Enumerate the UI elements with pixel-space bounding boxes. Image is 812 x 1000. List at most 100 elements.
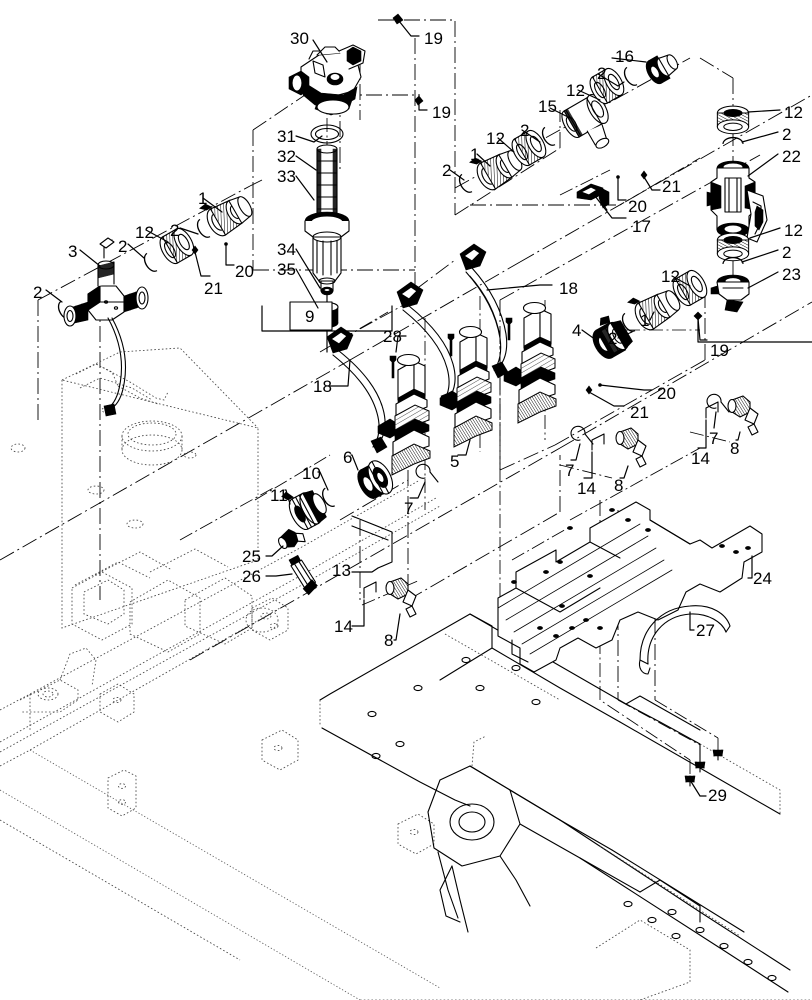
part-19-fastener-second <box>414 95 428 111</box>
callout-23: 23 <box>782 265 801 284</box>
leader-25 <box>265 545 284 557</box>
leader-18-lower <box>329 359 351 387</box>
callout-7-a: 7 <box>404 499 414 518</box>
callout-13: 13 <box>332 561 351 580</box>
leader-10 <box>317 471 329 491</box>
callout-24: 24 <box>753 569 772 588</box>
leader-13 <box>351 567 379 573</box>
part-34-drain-seal <box>320 286 334 306</box>
callout-1-c: 1 <box>640 311 650 330</box>
callout-10: 10 <box>302 464 321 483</box>
callout-34: 34 <box>277 240 296 259</box>
callout-2-a: 2 <box>597 64 607 83</box>
callout-22: 22 <box>782 147 801 166</box>
part-9-group-bracket <box>261 301 393 353</box>
leader-24 <box>747 555 753 579</box>
assembly-left-manifold <box>54 184 258 417</box>
part-6-sensor-body <box>357 460 394 499</box>
part-11-pressure-switch <box>281 490 327 531</box>
part-14-clip-a <box>591 433 605 451</box>
callout-12-f: 12 <box>661 267 680 286</box>
callout-21-c: 21 <box>630 403 649 422</box>
part-13-bracket <box>351 515 393 569</box>
callout-20-b: 20 <box>235 262 254 281</box>
callout-7-b: 7 <box>565 461 575 480</box>
assembly-row-upper-right <box>455 54 679 196</box>
callout-21-a: 21 <box>662 177 681 196</box>
part-29-bolt-a <box>684 775 696 787</box>
callout-21-b: 21 <box>204 279 223 298</box>
part-14-clip-c <box>363 581 377 599</box>
callout-14-b: 14 <box>691 449 710 468</box>
callout-20-a: 20 <box>628 197 647 216</box>
callout-12-d: 12 <box>784 221 803 240</box>
leader-27 <box>689 611 695 631</box>
callout-35: 35 <box>277 260 296 279</box>
callout-2-f: 2 <box>170 221 180 240</box>
callout-18-a: 18 <box>559 279 578 298</box>
part-15-tee-fitting <box>561 94 610 149</box>
background-machine-frame <box>0 347 812 1000</box>
part-4-valve-body <box>592 315 633 359</box>
callout-19-c: 19 <box>710 341 729 360</box>
callout-8-a: 8 <box>614 476 624 495</box>
callout-32: 32 <box>277 147 296 166</box>
callout-2-b: 2 <box>520 121 530 140</box>
leader-17 <box>594 195 627 219</box>
part-26-restrictor <box>288 554 318 596</box>
part-28-screw <box>505 317 513 341</box>
part-20-retainer-tick <box>616 175 627 201</box>
callout-8-b: 8 <box>730 439 740 458</box>
part-25-fitting <box>277 528 306 550</box>
callout-7-c: 7 <box>709 429 719 448</box>
leader-29 <box>689 779 707 797</box>
part-14-clip-b <box>705 401 719 419</box>
leader-6 <box>350 454 359 471</box>
part-24-mounting-plate <box>497 501 763 673</box>
part-12-coupler-nut <box>716 105 750 135</box>
assembly-right-valve-stack <box>706 105 768 313</box>
leader-26 <box>265 573 293 577</box>
callout-2-g: 2 <box>118 237 128 256</box>
callout-16: 16 <box>615 47 634 66</box>
callout-15: 15 <box>538 97 557 116</box>
callout-26: 26 <box>242 567 261 586</box>
leader-5 <box>457 439 471 456</box>
callout-2-i: 2 <box>608 329 618 348</box>
callout-31: 31 <box>277 127 296 146</box>
callout-29: 29 <box>708 786 727 805</box>
callout-25: 25 <box>242 547 261 566</box>
callout-19-top: 19 <box>424 29 443 48</box>
part-7-clip-c <box>706 393 730 413</box>
callout-5: 5 <box>450 452 460 471</box>
part-19-fastener-top <box>392 13 420 37</box>
leader-18-upper <box>486 284 553 291</box>
callout-12-b: 12 <box>486 129 505 148</box>
callout-18-b: 18 <box>313 377 332 396</box>
part-23-elbow-fitting <box>710 274 750 313</box>
part-21-pin <box>640 170 661 191</box>
callout-2-h: 2 <box>33 283 43 302</box>
callout-30: 30 <box>290 29 309 48</box>
callout-12-c: 12 <box>784 103 803 122</box>
part-28-screw <box>389 355 397 379</box>
callout-27: 27 <box>696 621 715 640</box>
callout-17: 17 <box>632 217 651 236</box>
part-30-filter-head <box>288 44 366 116</box>
part-16-plug-fitting <box>645 54 679 85</box>
callout-11: 11 <box>270 486 288 505</box>
part-19-fastener <box>693 311 812 343</box>
callout-28: 28 <box>383 327 402 346</box>
part-31-o-ring <box>310 124 344 144</box>
callout-8-c: 8 <box>384 631 394 650</box>
part-12-coupler-nut <box>716 232 750 262</box>
part-7-clip-a <box>415 463 439 483</box>
callout-3: 3 <box>68 242 78 261</box>
callout-19-second: 19 <box>432 103 451 122</box>
callout-6: 6 <box>343 448 353 467</box>
callout-9: 9 <box>305 307 315 326</box>
part-29-bolt-c <box>712 749 724 761</box>
leader-lines-labels <box>45 39 781 341</box>
